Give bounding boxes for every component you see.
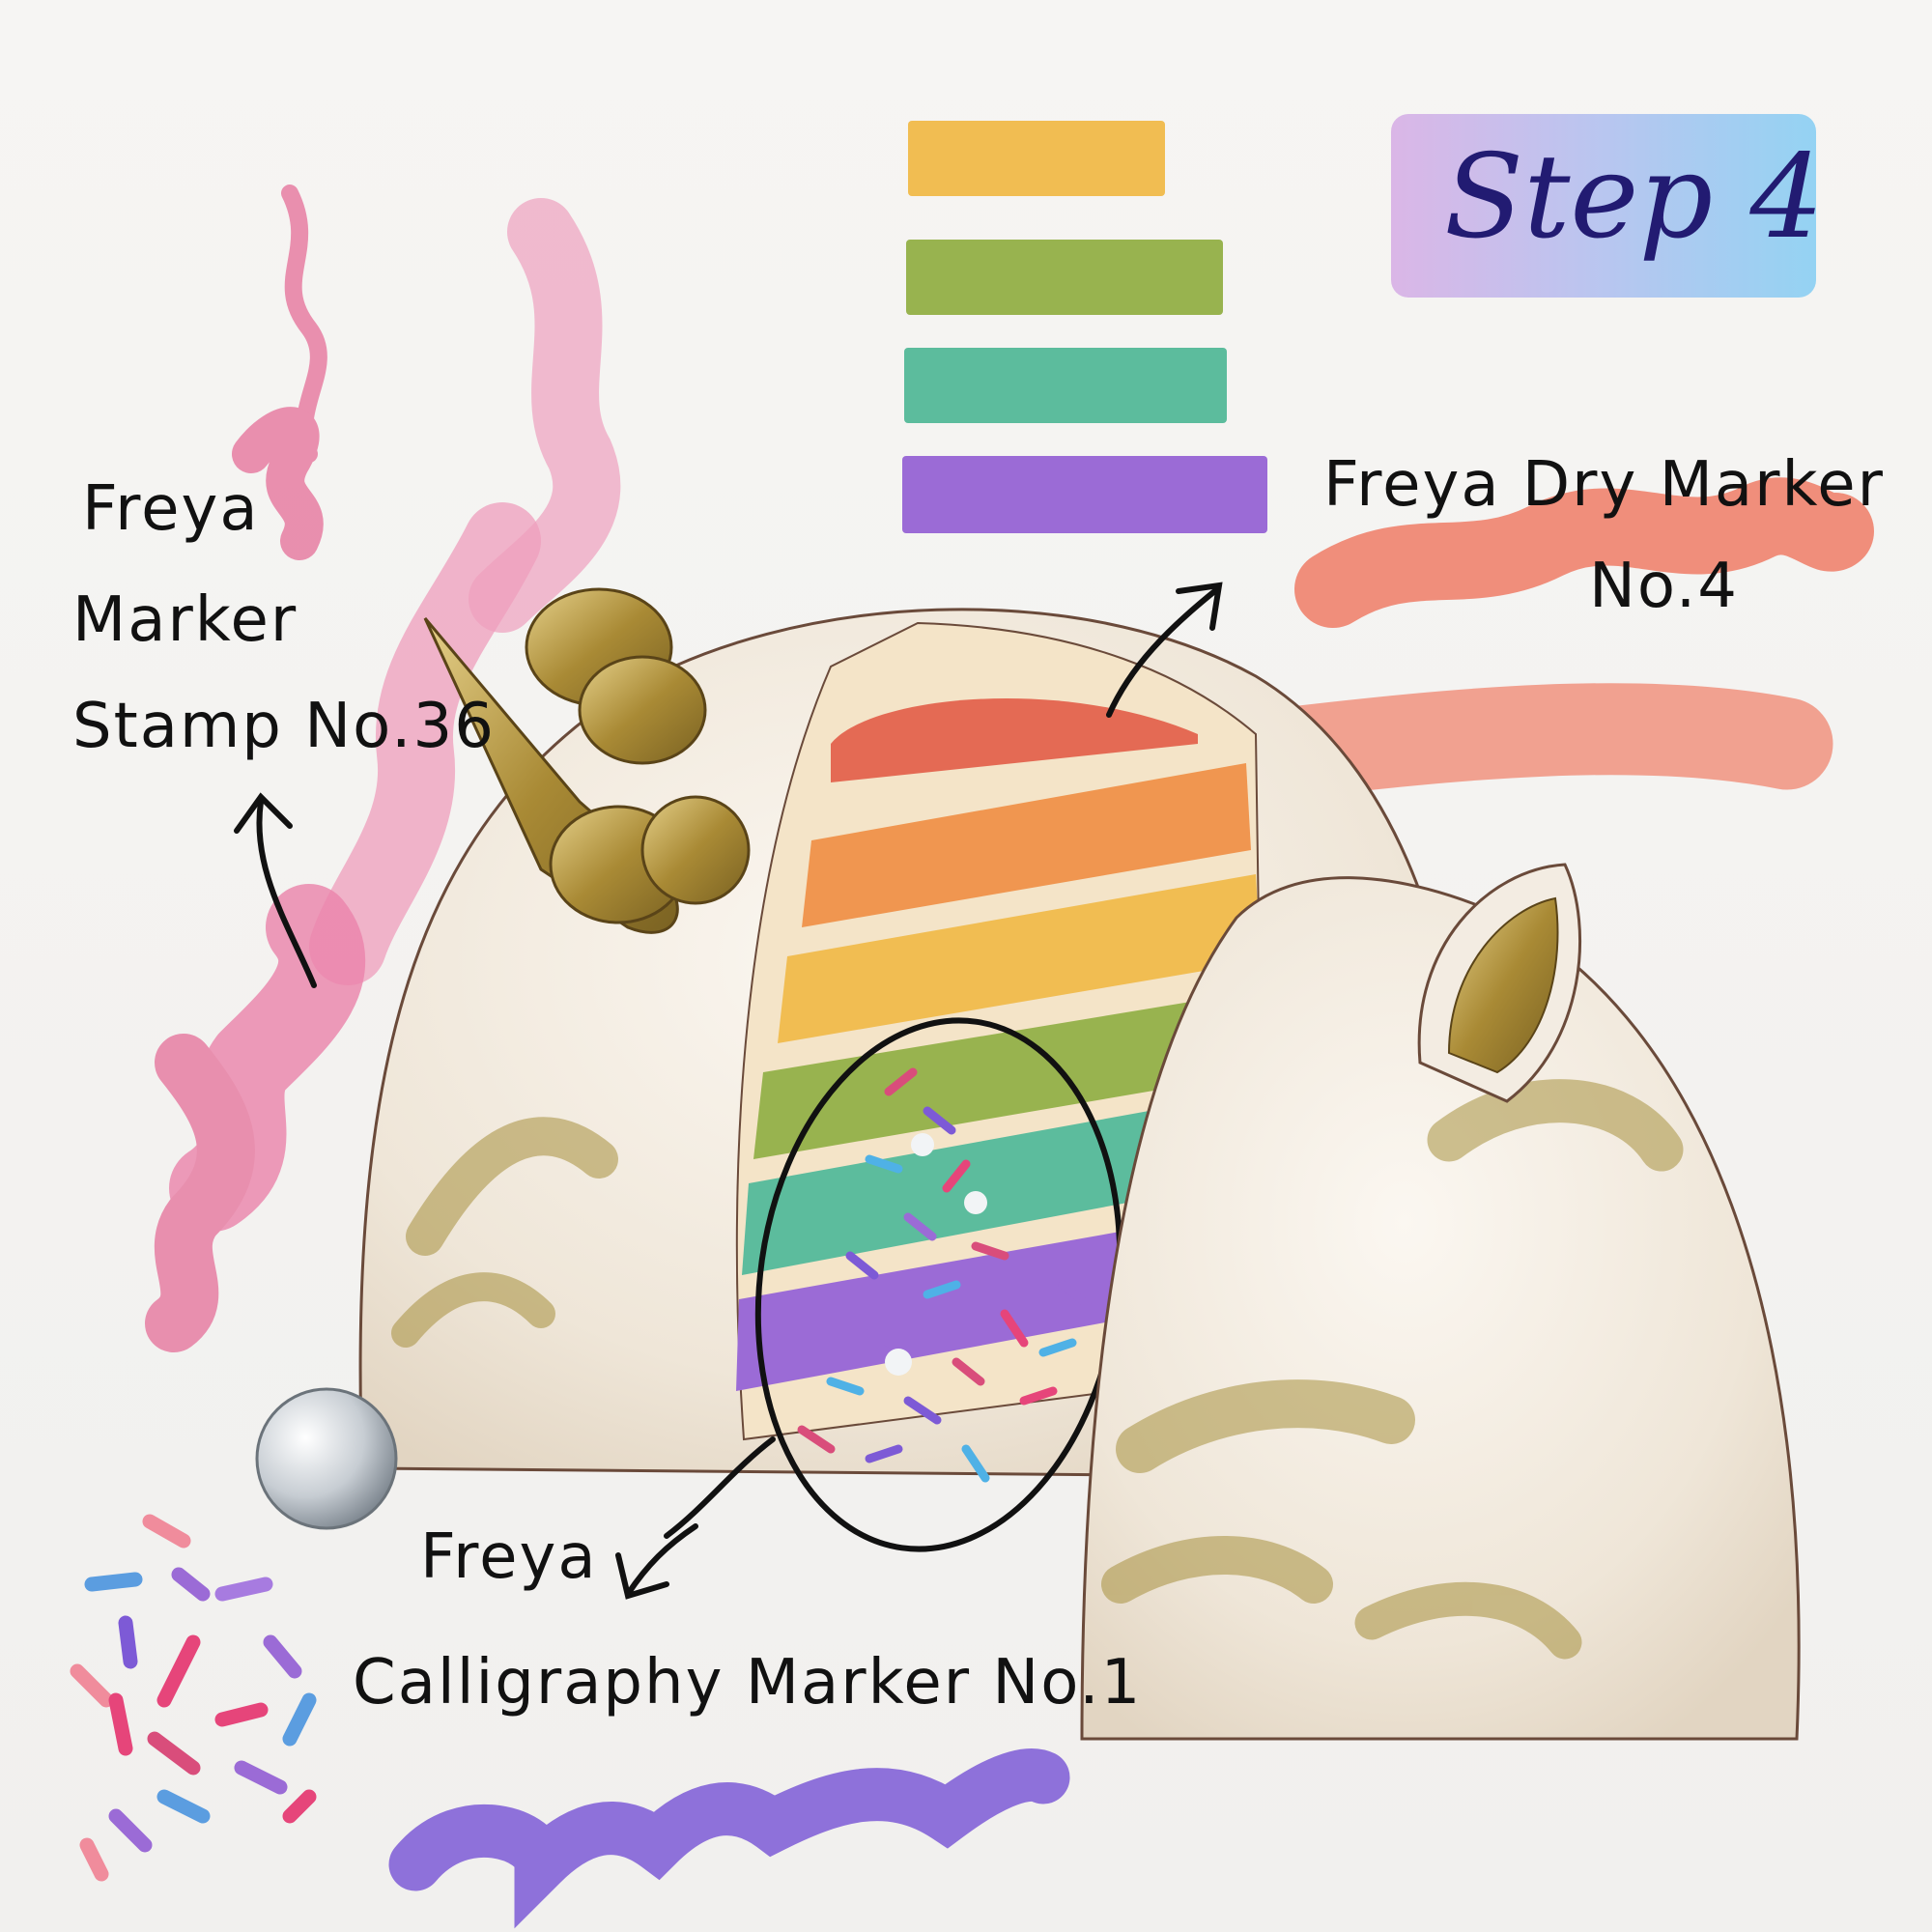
label-marker-stamp-line1: Freya [82,473,260,545]
step-label: Step 4 [1444,130,1824,265]
unicorn-ear [1417,863,1582,1103]
gold-icing-swirls [391,1079,1684,1660]
label-calligraphy-line2: Calligraphy Marker No.1 [353,1647,1143,1719]
pearl-decoration [255,1387,398,1530]
step-banner [1391,114,1816,298]
pink-marker-strokes [145,185,621,1352]
layer-swatches [902,121,1267,533]
label-dry-marker-line2: No.4 [1589,551,1739,622]
label-marker-stamp-line3: Stamp No.36 [72,691,496,762]
label-marker-stamp-line2: Marker [72,584,298,656]
annotation-arrows [234,582,1223,1600]
coral-marker-strokes [1238,477,1874,800]
label-dry-marker-line1: Freya Dry Marker [1323,449,1885,521]
sprinkles-center [797,1067,1092,1483]
sprinkles-loose [70,1514,317,1882]
violet-marker-stroke [388,1748,1070,1929]
unicorn-horn [423,587,751,934]
label-calligraphy-line1: Freya [420,1521,598,1593]
